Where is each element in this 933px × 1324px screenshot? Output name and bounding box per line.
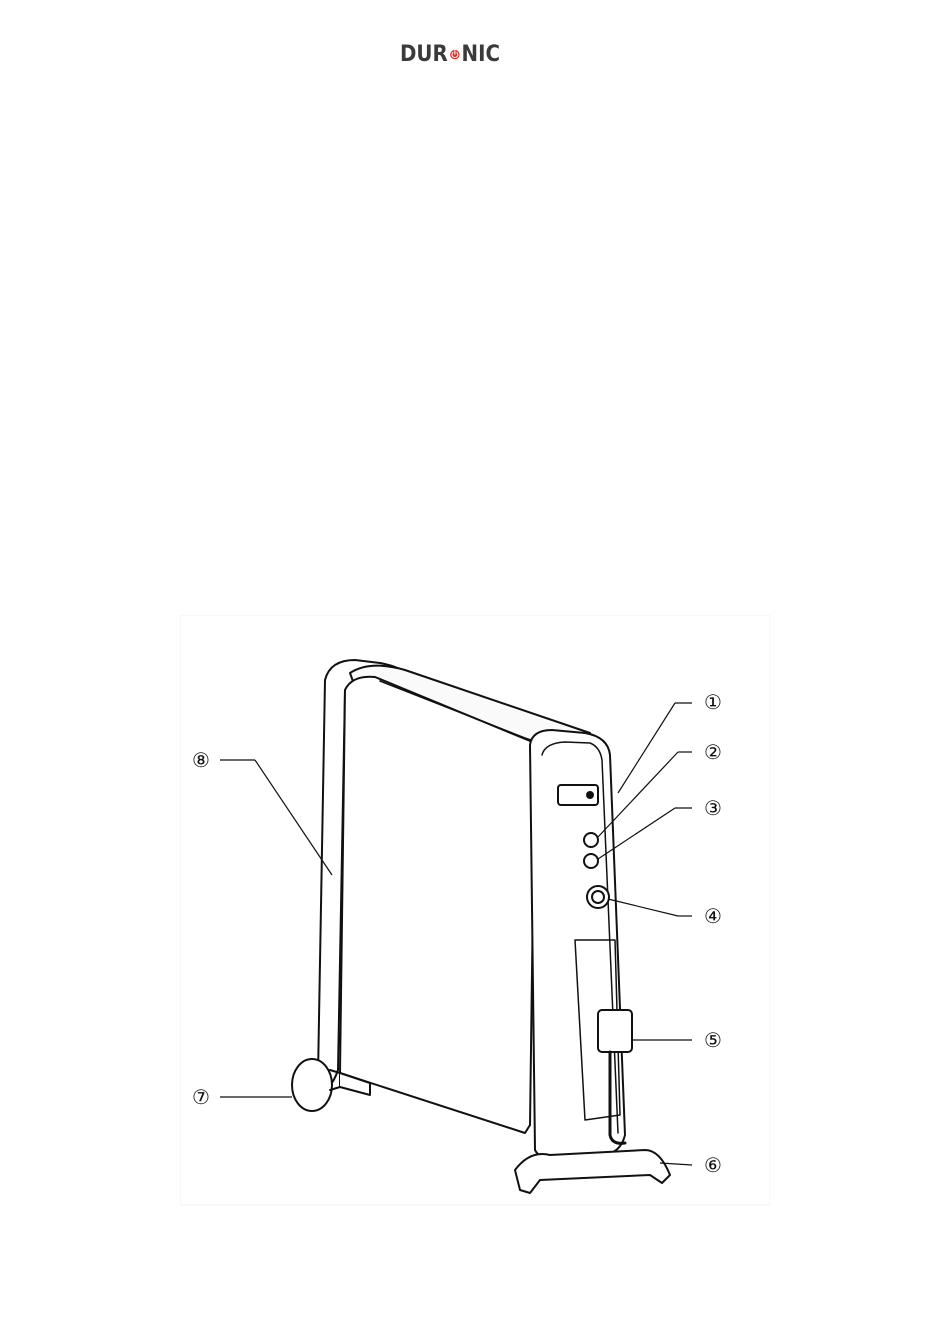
callout-2: ② bbox=[704, 742, 722, 762]
logo-text-right: NIC bbox=[462, 42, 500, 67]
callout-4: ④ bbox=[704, 906, 722, 926]
callout-8: ⑧ bbox=[192, 750, 210, 770]
callout-1: ① bbox=[704, 692, 722, 712]
power-icon bbox=[449, 45, 461, 63]
button-3 bbox=[584, 854, 598, 868]
callout-7: ⑦ bbox=[192, 1087, 210, 1107]
callout-5: ⑤ bbox=[704, 1030, 722, 1050]
callout-6: ⑥ bbox=[704, 1155, 722, 1175]
heater-diagram: ① ② ③ ④ ⑤ ⑥ ⑦ ⑧ bbox=[180, 615, 770, 1215]
heater-body bbox=[340, 677, 535, 1133]
wheel bbox=[292, 1059, 332, 1111]
callout-3: ③ bbox=[704, 798, 722, 818]
heater-illustration bbox=[180, 615, 770, 1215]
plug bbox=[598, 1010, 632, 1052]
logo-text-left: DUR bbox=[400, 42, 448, 67]
duronic-logo: DUR NIC bbox=[400, 40, 500, 68]
button-2 bbox=[584, 833, 598, 847]
